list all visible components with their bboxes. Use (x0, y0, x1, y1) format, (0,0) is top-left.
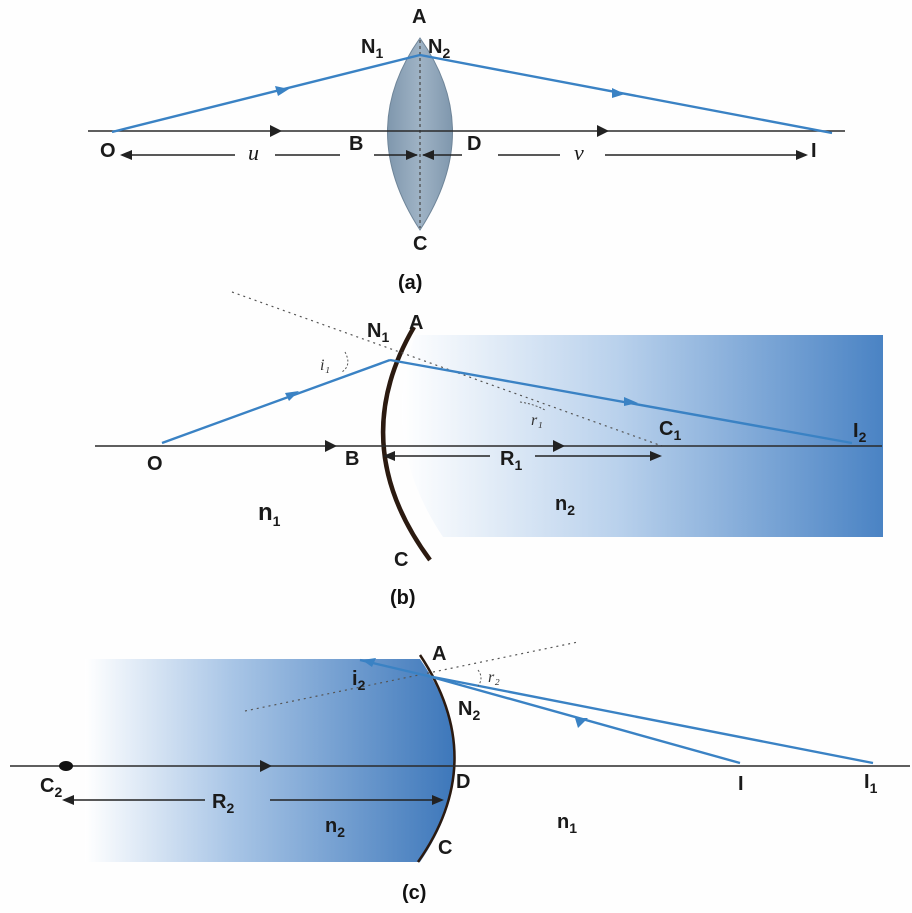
ray-arrow-c1 (575, 718, 588, 728)
normal-line-c (244, 641, 579, 712)
label-c-d: D (456, 771, 470, 793)
label-c-medium2: n2 (325, 815, 345, 840)
label-a-bottom: C (413, 233, 427, 255)
angle-arc-i1 (341, 351, 349, 373)
label-a-u: u (248, 140, 259, 165)
label-a-object: O (100, 140, 116, 162)
ray-arrow-b2 (624, 397, 638, 406)
label-a-n2: N2 (428, 36, 450, 61)
r1-arrow-left (383, 451, 395, 461)
convex-surface-b (380, 325, 432, 562)
ray-arrow-a2 (612, 88, 625, 98)
angle-arc-r1 (519, 401, 546, 411)
label-b-bottom: C (394, 549, 408, 571)
v-arrow-left (422, 150, 434, 160)
u-arrow-left (120, 150, 132, 160)
label-c-image1: I1 (864, 771, 878, 796)
r1-arrow-right (650, 451, 662, 461)
axis-arrow-c1 (260, 760, 272, 772)
label-b-b: B (345, 448, 359, 470)
label-b-n1: N1 (367, 320, 389, 345)
label-c-top: A (432, 643, 446, 665)
refracted-ray-a (419, 53, 833, 135)
concave-surface-c (416, 654, 456, 863)
label-a-n1: N1 (361, 36, 383, 61)
normal-line-b (231, 291, 663, 447)
ray-arrow-a1 (275, 86, 289, 96)
center-point-c2 (59, 761, 73, 771)
label-a-b: B (349, 133, 363, 155)
label-c-radius: R2 (212, 791, 234, 816)
ray-arrow-b1 (285, 391, 299, 401)
label-a-image: I (811, 140, 817, 162)
panel-b: N1 A i₁ r₁ C1 I2 O B R1 n1 n2 C (b) (95, 291, 883, 609)
refracted-ray-b (389, 358, 853, 445)
label-c-medium1: n1 (557, 811, 577, 836)
r2-arrow-left (62, 795, 74, 805)
label-b-image: I2 (853, 420, 867, 445)
axis-arrow-b1 (325, 440, 337, 452)
label-b-angle-r: r₁ (531, 412, 543, 429)
caption-b: (b) (390, 587, 416, 609)
axis-arrow-a2 (597, 125, 609, 137)
v-arrow-right (796, 150, 808, 160)
label-b-angle-i: i₁ (320, 357, 330, 374)
axis-arrow-a1 (270, 125, 282, 137)
label-b-top: A (409, 312, 423, 334)
axis-arrow-b2 (553, 440, 565, 452)
label-b-center: C1 (659, 418, 681, 443)
ray-arrow-c2 (362, 658, 376, 667)
label-c-n2: N2 (458, 698, 480, 723)
caption-c: (c) (402, 882, 426, 904)
ray-to-i1-c (427, 674, 874, 765)
panel-c: A i2 r₂ N2 C2 D I I1 R2 n2 n1 C (c) (10, 641, 910, 904)
label-c-angle-i: i2 (352, 668, 366, 693)
label-b-radius: R1 (500, 448, 522, 473)
caption-a: (a) (398, 272, 422, 294)
label-b-medium2: n2 (555, 493, 575, 518)
label-b-medium1: n1 (258, 499, 281, 529)
glass-medium-c (85, 659, 455, 862)
label-c-image: I (738, 773, 744, 795)
label-b-object: O (147, 453, 163, 475)
label-a-d: D (467, 133, 481, 155)
panel-a: A N1 N2 O u B D v I C (a) (88, 6, 845, 294)
label-c-bottom: C (438, 837, 452, 859)
label-c-center: C2 (40, 775, 62, 800)
incident-ray-b (161, 358, 391, 445)
angle-arc-r2 (477, 669, 482, 687)
label-a-top: A (412, 6, 426, 28)
glass-medium-b (401, 335, 883, 537)
u-arrow-right (406, 150, 418, 160)
label-a-v: v (574, 140, 584, 165)
label-c-angle-r: r₂ (488, 669, 500, 686)
r2-arrow-right (432, 795, 444, 805)
biconvex-lens (387, 37, 453, 231)
incident-ray-a (111, 53, 421, 134)
